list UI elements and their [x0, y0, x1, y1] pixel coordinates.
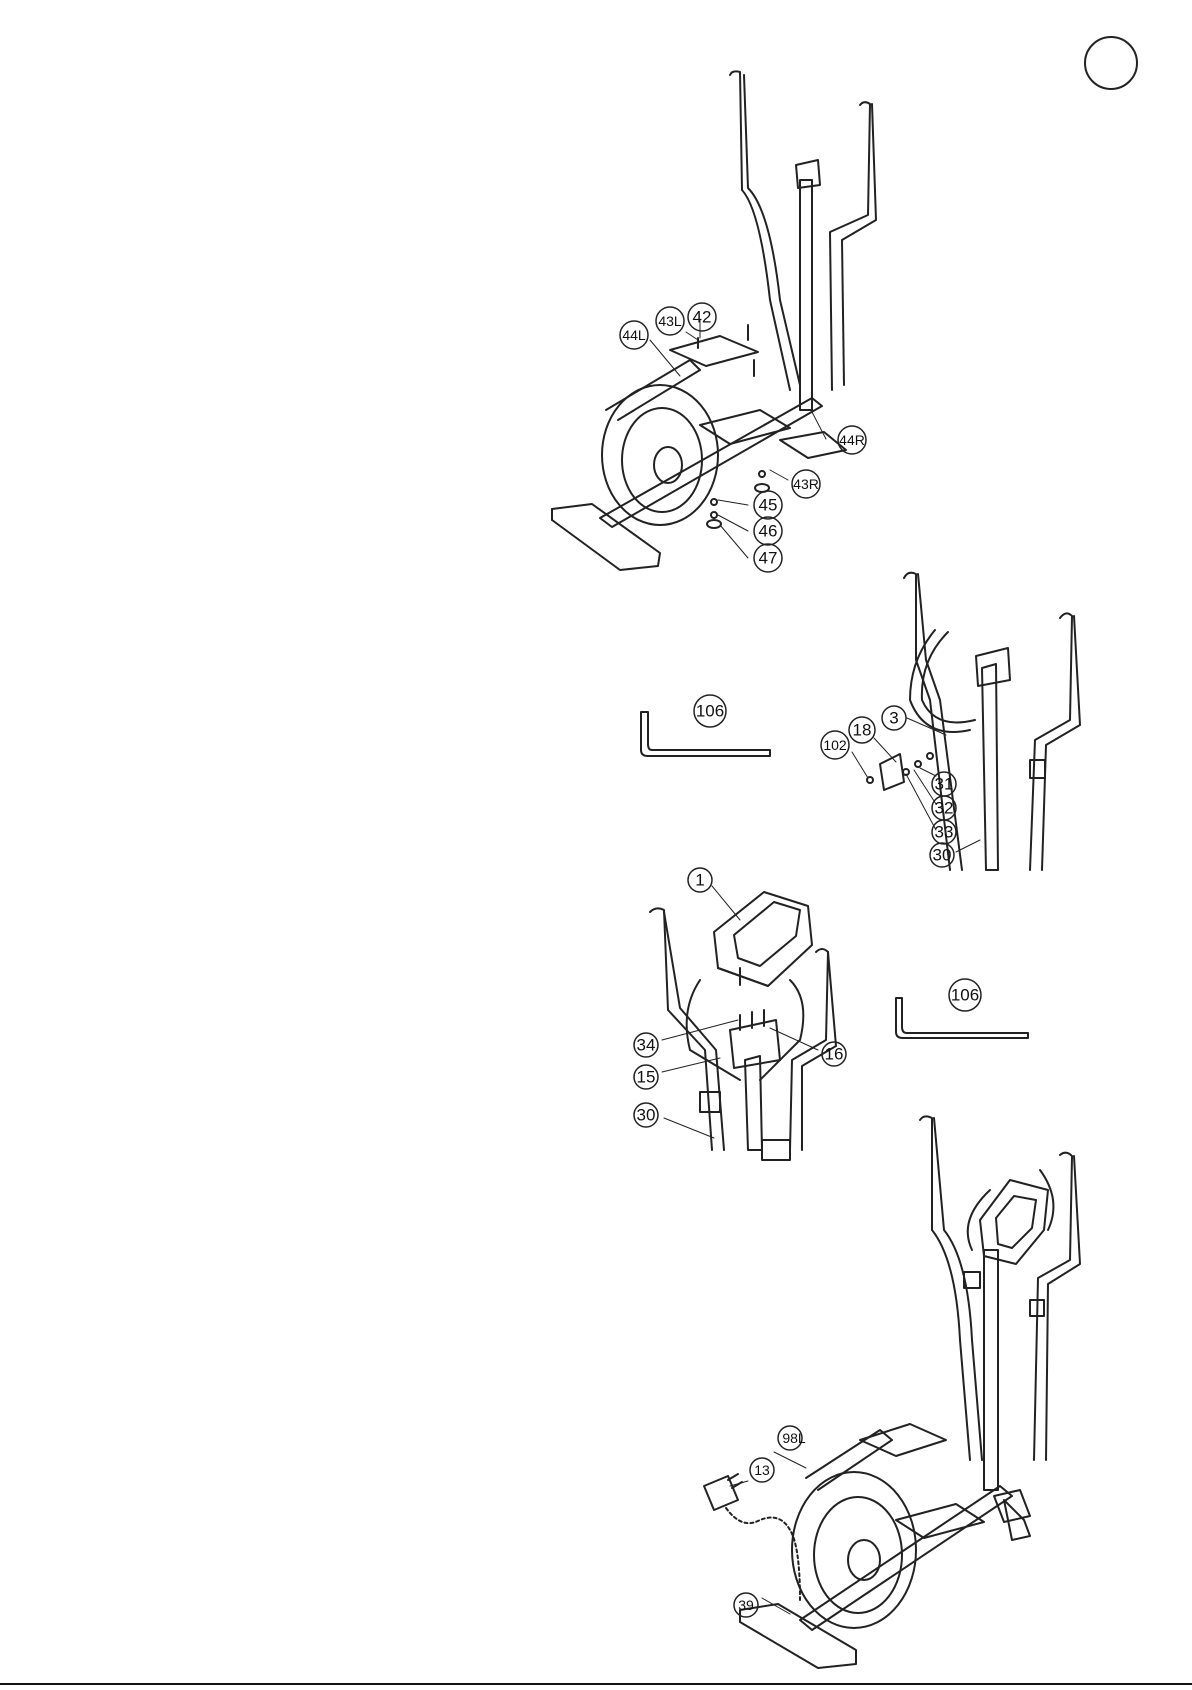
callout-44R: 44R	[839, 432, 865, 448]
callout-1: 1	[695, 871, 704, 890]
callout-44L: 44L	[622, 327, 646, 343]
step-marker-circle	[1085, 37, 1137, 89]
callout-46: 46	[759, 522, 778, 541]
callout-43L: 43L	[658, 313, 682, 329]
callout-30-a: 30	[933, 846, 952, 865]
callout-tool-106-b: 106	[951, 986, 979, 1005]
callout-30-b: 30	[637, 1106, 656, 1125]
callout-47: 47	[759, 549, 778, 568]
callout-102: 102	[823, 737, 847, 753]
callout-98L: 98L	[782, 1430, 806, 1446]
callout-33: 33	[935, 823, 954, 842]
callout-45: 45	[759, 496, 778, 515]
callout-18: 18	[853, 721, 872, 740]
callout-39: 39	[738, 1597, 754, 1613]
callout-34: 34	[637, 1036, 656, 1055]
figure-console-assembly	[650, 892, 1028, 1160]
figure-pedals-assembly	[552, 71, 876, 570]
callout-16: 16	[825, 1045, 844, 1064]
callout-43R: 43R	[793, 476, 819, 492]
callout-32: 32	[935, 799, 954, 818]
callout-3: 3	[889, 709, 898, 728]
callout-42: 42	[693, 308, 712, 327]
callout-13: 13	[754, 1462, 770, 1478]
callout-15: 15	[637, 1068, 656, 1087]
callout-tool-106-a: 106	[696, 702, 724, 721]
figure-power-adapter-assembly	[704, 1116, 1080, 1668]
callout-31: 31	[935, 775, 954, 794]
